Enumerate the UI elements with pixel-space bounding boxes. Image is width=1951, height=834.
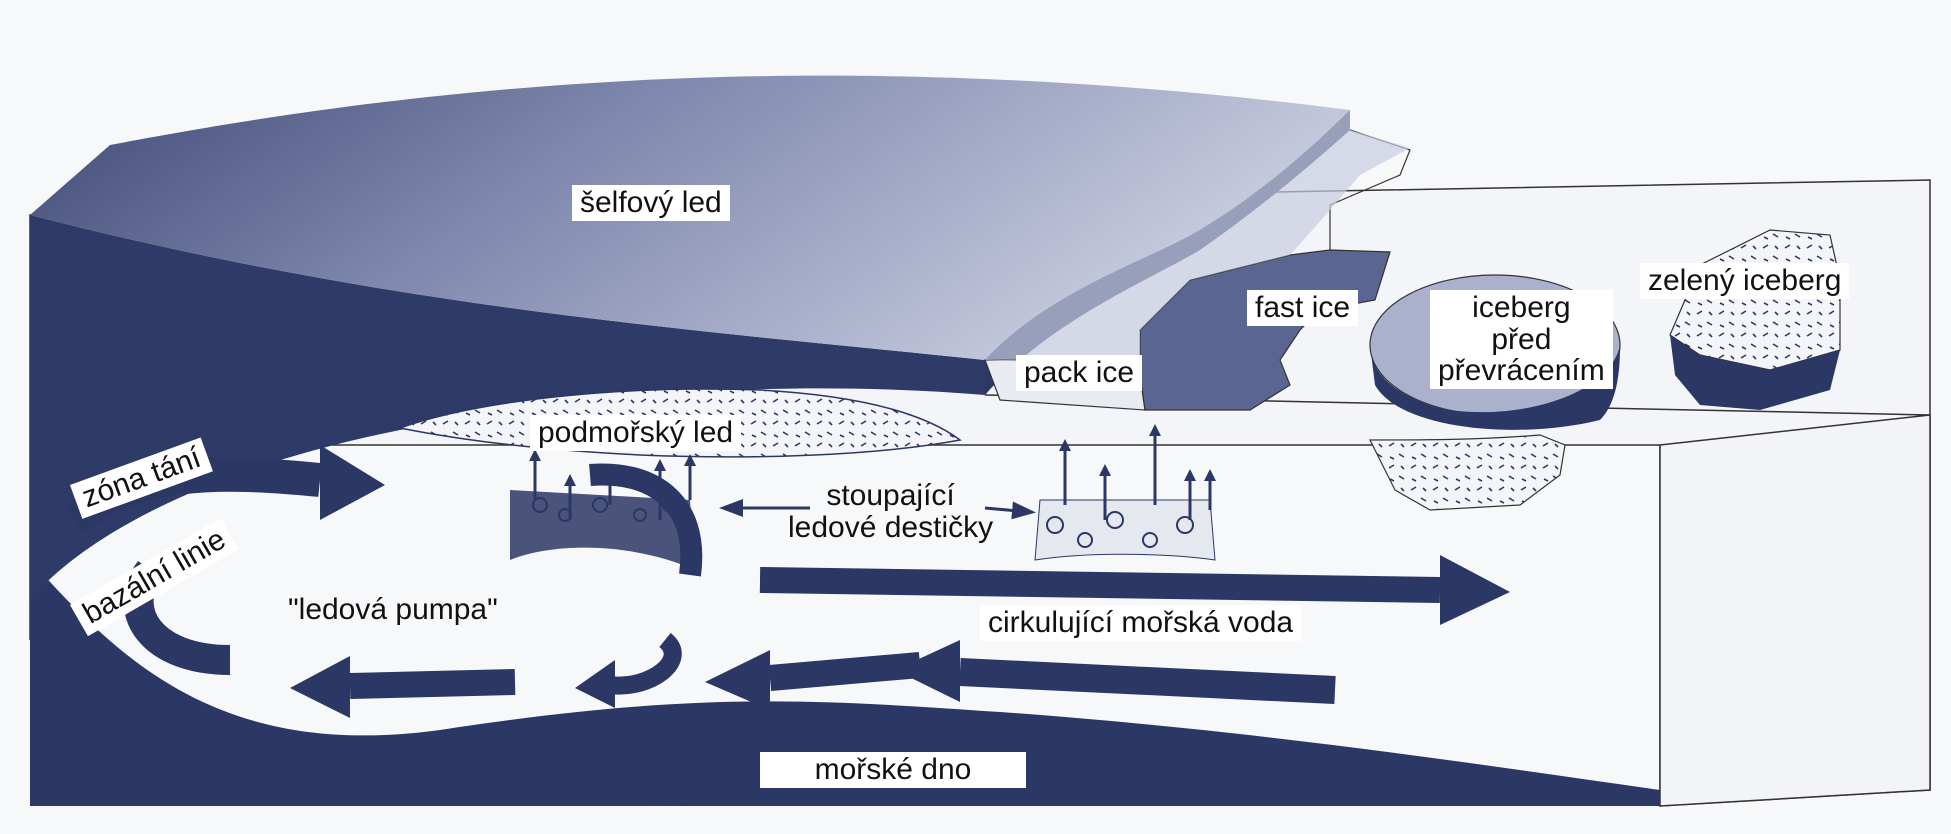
label-rising-platelets: stoupající ledové destičky xyxy=(780,478,1001,545)
iceberg-side xyxy=(1370,345,1620,430)
return-arrow-3 xyxy=(349,669,516,699)
label-iceberg-line3: převrácením xyxy=(1438,354,1605,387)
label-rising-line2: ledové destičky xyxy=(788,510,994,544)
return-arrow-3-head xyxy=(290,656,350,718)
return-arrow-1-head xyxy=(895,640,960,702)
return-arrow-2-head xyxy=(705,650,770,710)
platelet-pointer-right xyxy=(984,501,1036,520)
circulation-top-arrow xyxy=(759,567,1441,603)
label-rising-line1: stoupající xyxy=(826,479,955,512)
circulation-top-arrowhead xyxy=(1440,555,1510,625)
light-ice-plate xyxy=(985,110,1410,375)
label-iceberg-line2: před xyxy=(1491,322,1552,356)
label-fast-ice: fast ice xyxy=(1247,290,1359,326)
return-arrow-1 xyxy=(959,658,1336,704)
small-curl xyxy=(608,632,682,695)
label-ice-pump: "ledová pumpa" xyxy=(288,593,498,626)
seafloor xyxy=(30,560,1660,806)
block-right-face xyxy=(1659,414,1931,807)
label-pack-ice: pack ice xyxy=(1016,355,1143,391)
platelet-cluster-left xyxy=(510,449,696,570)
small-curl-head xyxy=(575,660,615,708)
return-arrow-2 xyxy=(768,652,922,691)
label-shelf-ice: šelfový led xyxy=(572,185,730,221)
label-green-iceberg: zelený iceberg xyxy=(1640,263,1850,299)
label-iceberg-before-overturn: iceberg před převrácením xyxy=(1430,290,1613,389)
platelet-cluster-right xyxy=(1034,424,1216,561)
label-seafloor: mořské dno xyxy=(760,752,1026,788)
melt-zone-arrowhead xyxy=(320,445,385,520)
label-iceberg-line1: iceberg xyxy=(1472,291,1571,324)
label-marine-ice: podmořský led xyxy=(530,415,742,451)
iceberg-underwater xyxy=(1369,434,1566,511)
label-circulating-water: cirkulující mořská voda xyxy=(980,605,1302,641)
green-iceberg-side xyxy=(1670,335,1840,410)
seafloor-inner xyxy=(30,660,700,806)
